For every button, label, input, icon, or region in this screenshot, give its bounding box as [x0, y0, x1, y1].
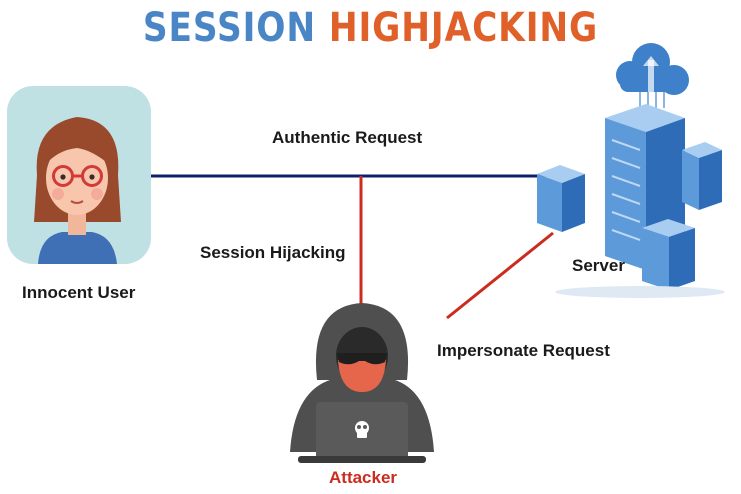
session-hijacking-label: Session Hijacking [200, 243, 346, 262]
server-label: Server [572, 256, 625, 275]
page-title: SESSION HIGHJACKING [52, 4, 689, 52]
skull-icon [355, 421, 369, 438]
impersonate-request-line [446, 231, 554, 320]
impersonate-request-label: Impersonate Request [437, 341, 610, 360]
authentic-request-label: Authentic Request [272, 128, 423, 147]
title-highjacking: HIGHJACKING [328, 5, 599, 51]
hooded-attacker-icon [290, 303, 434, 463]
cloud-server-icon [537, 43, 725, 298]
title-session: SESSION [142, 5, 317, 51]
innocent-user-label: Innocent User [22, 283, 136, 302]
user-avatar-icon [7, 86, 151, 264]
attacker-label: Attacker [329, 468, 398, 487]
